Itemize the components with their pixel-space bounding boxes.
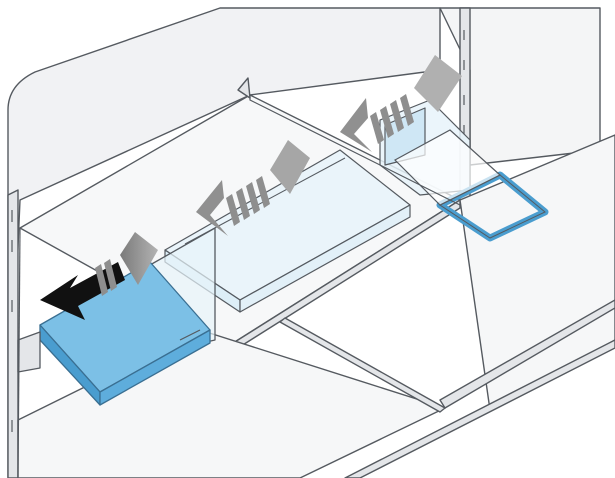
slide-arrow-left-head — [196, 180, 228, 236]
slide-arrow — [196, 140, 310, 236]
right-shelf-edge — [439, 299, 615, 409]
pull-out-arrow-stripes — [95, 259, 117, 296]
slide-arrow-right-head — [270, 140, 310, 194]
pull-out-arrow-tail-head — [120, 232, 158, 285]
middle-tray-side — [239, 204, 411, 313]
edge-lines — [17, 95, 461, 478]
pull-out-arrow — [40, 232, 158, 320]
slide-arrow — [340, 55, 462, 152]
lower-shelf-front — [344, 339, 615, 478]
right-shelf-surface — [459, 134, 615, 411]
left-upright — [7, 189, 19, 478]
shelf-bracket — [237, 77, 251, 99]
arrows — [40, 55, 462, 320]
lower-shelf-divider — [279, 317, 446, 413]
drawer-side — [99, 329, 211, 406]
left-back-wall — [7, 7, 441, 478]
slide-arrow-right-head — [414, 55, 462, 112]
blue-drawer — [17, 227, 216, 406]
drawer-clip — [17, 331, 41, 373]
slide-arrow-left-head — [340, 98, 372, 152]
